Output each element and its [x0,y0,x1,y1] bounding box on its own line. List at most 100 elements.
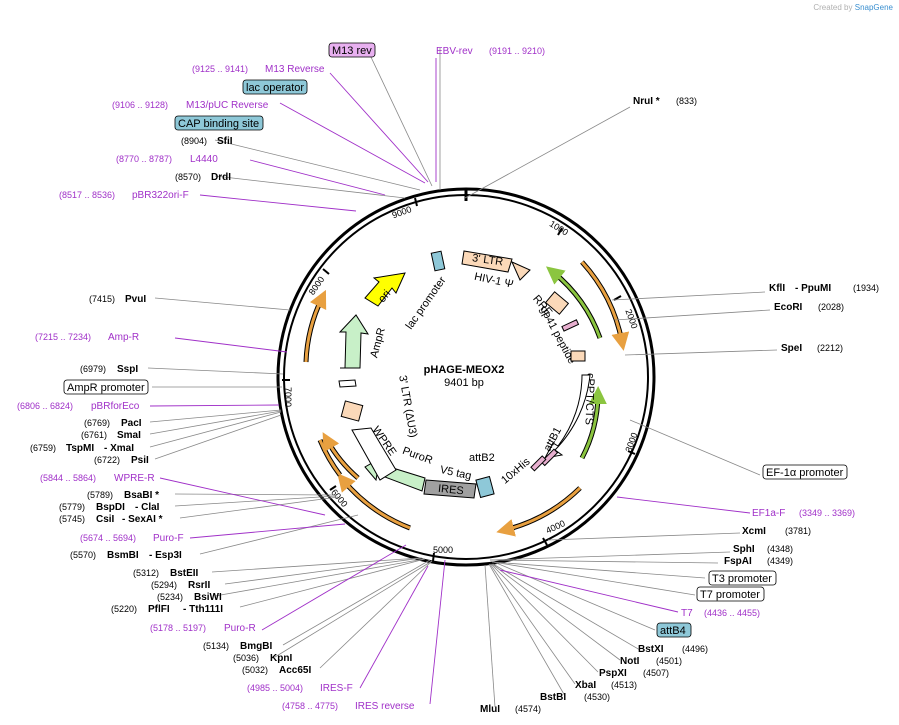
ltr3b-box [340,400,364,422]
enz-pspxi: PspXI [599,668,627,679]
tick-8000: 8000 [307,275,327,297]
ori-arrow [364,272,406,307]
pos-bstxi: (4496) [682,644,708,654]
primer-pbr: pBR322ori-F [132,190,189,201]
primer-t7-pos: (4436 .. 4455) [704,608,760,618]
primer-ebv-pos: (9191 .. 9210) [489,46,545,56]
pos-ecori: (2028) [818,302,844,312]
boxed-features: M13 rev lac operator CAP binding site Am… [63,42,848,638]
enz-tspmi: TspMI [66,443,94,454]
enz-csii: CsiI [96,514,115,525]
tick-9000: 9000 [391,204,413,220]
primer-m13r: M13 Reverse [265,64,325,75]
attb2-box [475,475,495,499]
label-3ltr: 3' LTR [471,252,504,268]
pos-psii: (6722) [94,455,120,465]
feature-arc-7 [322,432,359,480]
primer-lines [149,58,751,705]
label-attb2: attB2 [469,452,495,464]
pos-tspmi: (6759) [30,443,56,453]
enz-xcmi: XcmI [742,526,766,537]
cppt-box [570,350,586,362]
label-attb4: attB4 [660,625,686,637]
plasmid-name: pHAGE-MEOX2 [424,364,505,376]
enz-spei: SpeI [781,343,802,354]
label-lac: lac promoter [404,274,449,331]
pos-sfii: (8904) [181,136,207,146]
enz-sspi: SspI [117,364,138,375]
primer-l4440-pos: (8770 .. 8787) [116,154,172,164]
enz-kpni: KpnI [270,653,292,664]
pos-csii: (5745) [59,514,85,524]
enz-pvui: PvuI [125,294,146,305]
primer-iresf-pos: (4985 .. 5004) [247,683,303,693]
tick-7000: 7000 [283,387,293,407]
primer-iresf: IRES-F [320,683,353,694]
pos-spei: (2212) [817,343,843,353]
primer-wprer-pos: (5844 .. 5864) [40,473,96,483]
enz-xbai: XbaI [575,680,596,691]
label-puror: PuroR [401,445,434,467]
enz-paci: PacI [121,418,142,429]
primer-iresrev-pos: (4758 .. 4775) [282,701,338,711]
enzymes-right: NruI * (833) KflI - PpuMI (1934) EcoRI (… [480,96,879,715]
backbone [276,187,656,567]
primer-pbr-pos: (8517 .. 8536) [59,190,115,200]
enz-bsmbi-2: - Esp3I [149,550,182,561]
enz-ecori: EcoRI [774,302,803,313]
pos-xbai: (4513) [611,680,637,690]
enz-csii-2: - SexAI * [122,514,163,525]
feature-arc-8 [304,289,327,363]
rre-box [544,291,570,315]
label-ampr-promoter: AmpR promoter [67,382,145,394]
primer-l4440: L4440 [190,154,218,165]
pos-pflfi: (5220) [111,604,137,614]
enz-drdi: DrdI [211,172,231,183]
enz-noti: NotI [620,656,640,667]
enz-acc65i: Acc65I [279,665,311,676]
pos-noti: (4501) [656,656,682,666]
pos-smai: (6761) [81,430,107,440]
primer-ampr: Amp-R [108,332,139,343]
label-attb1: attB1 [542,425,565,453]
pos-paci: (6769) [84,418,110,428]
primer-purof: Puro-F [153,533,184,544]
enz-fspai: FspAI [724,556,752,567]
label-10xhis: 10xHis [499,455,533,486]
enz-bstbi: BstBI [540,692,566,703]
leader-lines [147,48,778,708]
feature-arc-3 [580,386,607,459]
plasmid-size: 9401 bp [444,377,484,389]
label-t3: T3 promoter [712,573,772,585]
primer-ef1af-pos: (3349 .. 3369) [799,508,855,518]
enz-kfli-2: - PpuMI [795,283,831,294]
enz-bspdi: BspDI [96,502,125,513]
enz-sfii: SfiI [217,136,233,147]
label-m13rev: M13 rev [332,45,372,57]
primer-purof-pos: (5674 .. 5694) [80,533,136,543]
enz-bsabi: BsaBI * [124,490,159,501]
pos-nrui: (833) [676,96,697,106]
arc-features [303,260,630,537]
pos-pvui: (7415) [89,294,115,304]
enz-kfli: KflI [769,283,785,294]
primer-ebv: EBV-rev [436,46,473,57]
ampr-arrow [338,314,370,369]
label-ef1a: EF-1α promoter [766,467,844,479]
primer-ampr-pos: (7215 .. 7234) [35,332,91,342]
primer-m13puc-pos: (9106 .. 9128) [112,100,168,110]
watermark-text: Created by [813,3,853,12]
pos-rsrii: (5294) [151,580,177,590]
primer-t7: T7 [681,608,693,619]
pos-kpni: (5036) [233,653,259,663]
enz-bsmbi: BsmBI [107,550,139,561]
enz-bmgbi: BmgBI [240,641,272,652]
feature-arc-1 [580,260,630,351]
primer-m13r-pos: (9125 .. 9141) [192,64,248,74]
primer-wprer: WPRE-R [114,473,155,484]
primers: EBV-rev (9191 .. 9210) (9125 .. 9141) M1… [17,46,855,712]
primer-iresrev: IRES reverse [355,701,415,712]
primer-m13puc: M13/pUC Reverse [186,100,269,111]
label-cap: CAP binding site [178,118,259,130]
enz-rsrii: RsrII [188,580,210,591]
